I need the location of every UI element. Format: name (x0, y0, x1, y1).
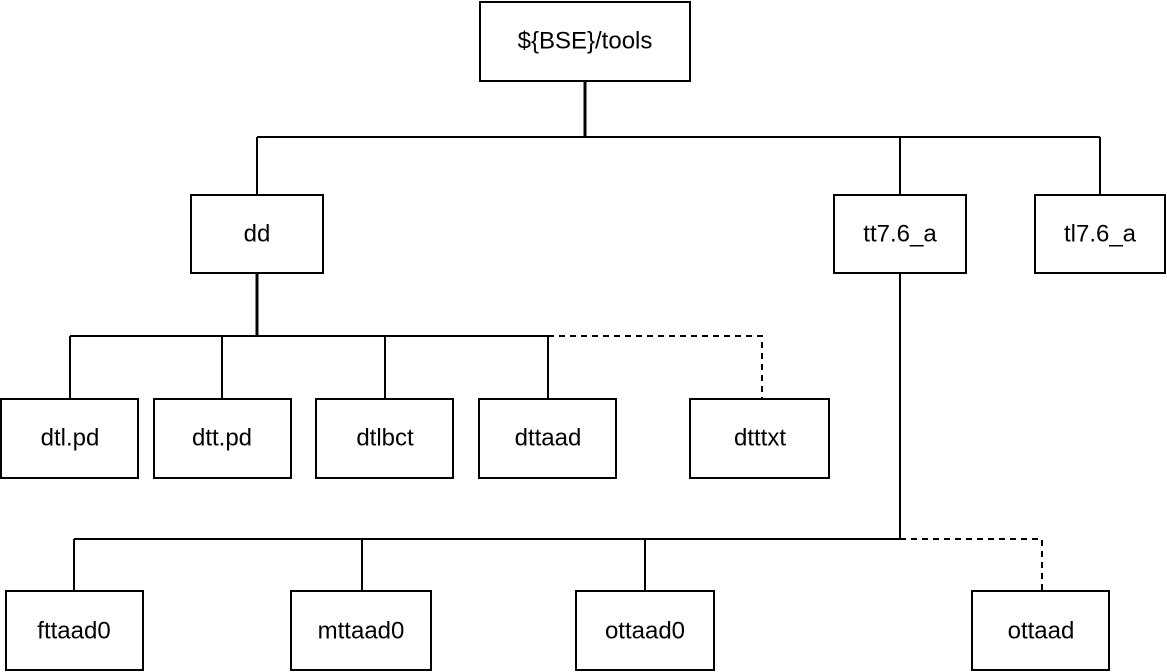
node-dtlbct-label: dtlbct (356, 424, 414, 451)
edge-dd-dtttxt-dashed (548, 335, 763, 399)
node-tt: tt7.6_a (833, 194, 967, 274)
node-dtt-pd-box (153, 398, 292, 479)
node-dtttxt: dtttxt (689, 398, 830, 479)
node-ottaad0-box (575, 590, 715, 671)
node-fttaad0-box (5, 590, 144, 671)
node-tt-box (833, 194, 967, 274)
node-dttaad: dttaad (478, 398, 617, 479)
node-mttaad0: mttaad0 (290, 590, 432, 671)
node-ottaad-label: ottaad (1008, 617, 1075, 644)
node-fttaad0: fttaad0 (5, 590, 144, 671)
node-dd-box (190, 194, 324, 274)
node-dd-label: dd (244, 220, 271, 247)
node-ottaad0: ottaad0 (575, 590, 715, 671)
node-dtl-pd-label: dtl.pd (41, 424, 100, 451)
node-tl: tl7.6_a (1034, 194, 1166, 274)
node-mttaad0-box (290, 590, 432, 671)
node-dd: dd (190, 194, 324, 274)
node-tl-box (1034, 194, 1166, 274)
node-ottaad: ottaad (971, 590, 1110, 671)
node-tl-label: tl7.6_a (1064, 220, 1137, 247)
node-dtlbct: dtlbct (315, 398, 454, 479)
tree-connectors (69, 81, 1101, 591)
node-root: ${BSE}/tools (479, 1, 691, 82)
node-dtlbct-box (315, 398, 454, 479)
node-dtl-pd-box (0, 398, 139, 479)
edge-tt-ottaad-dashed (900, 538, 1043, 591)
node-dtttxt-box (689, 398, 830, 479)
node-dtt-pd-label: dtt.pd (192, 424, 252, 451)
node-fttaad0-label: fttaad0 (37, 617, 110, 644)
node-ottaad-box (971, 590, 1110, 671)
node-tt-label: tt7.6_a (863, 220, 937, 247)
node-mttaad0-label: mttaad0 (318, 617, 405, 644)
node-ottaad0-label: ottaad0 (605, 617, 685, 644)
node-dttaad-box (478, 398, 617, 479)
node-root-label: ${BSE}/tools (518, 27, 653, 54)
node-dtl-pd: dtl.pd (0, 398, 139, 479)
node-dtt-pd: dtt.pd (153, 398, 292, 479)
node-dtttxt-label: dtttxt (734, 424, 786, 451)
node-root-box (479, 1, 691, 82)
node-dttaad-label: dttaad (515, 424, 582, 451)
